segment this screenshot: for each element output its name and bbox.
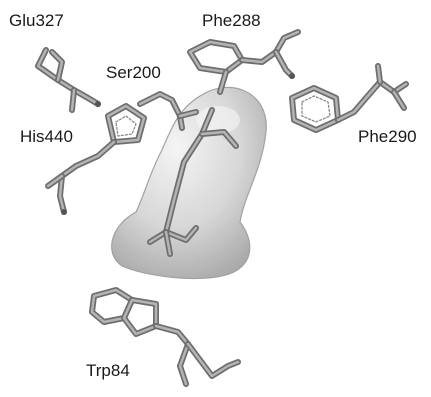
- ligand-sticks: [147, 107, 239, 257]
- residue-phe290-sticks: [289, 63, 409, 133]
- residue-trp84-sticks: [89, 287, 241, 387]
- residue-glu327-sticks: [35, 47, 101, 113]
- residue-phe288-sticks: [187, 29, 301, 95]
- label-phe288: Phe288: [202, 11, 261, 30]
- residue-ser200-sticks: [137, 91, 199, 131]
- label-trp84: Trp84: [86, 361, 130, 380]
- label-glu327: Glu327: [9, 11, 64, 30]
- label-his440: His440: [20, 127, 73, 146]
- label-ser200: Ser200: [106, 63, 161, 82]
- label-phe290: Phe290: [358, 127, 417, 146]
- residue-his440-sticks: [45, 103, 147, 215]
